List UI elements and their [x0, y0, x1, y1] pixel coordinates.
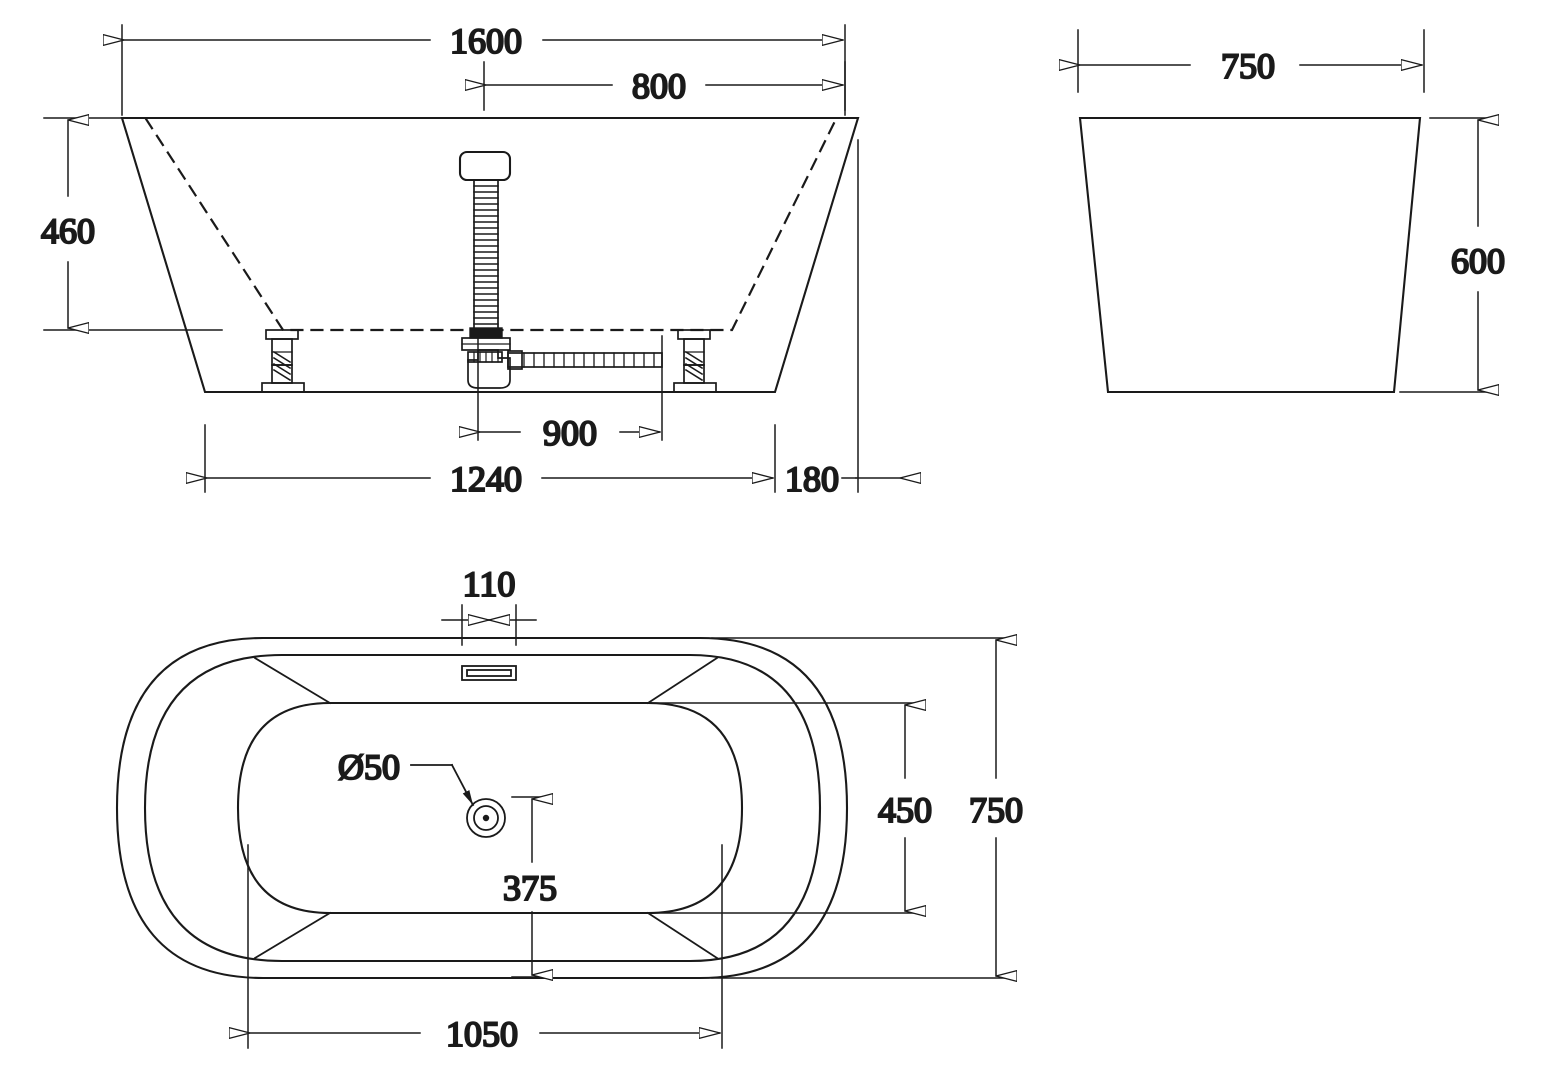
dimension-800: [484, 61, 846, 111]
dimension-750-plan-label: 750: [969, 790, 1023, 830]
dimension-600-label: 600: [1451, 241, 1505, 281]
dimension-1600-label: 1600: [450, 21, 522, 61]
dimension-450: [649, 703, 920, 913]
overflow-pipe: [458, 150, 512, 333]
dimension-450-label: 450: [878, 790, 932, 830]
dimension-180: [841, 139, 900, 493]
dimension-800-label: 800: [632, 66, 686, 106]
dimension-750-side: [1078, 29, 1425, 93]
overflow-slot: [461, 665, 517, 681]
front-elevation-inner-basin-hidden: [144, 117, 838, 332]
dimension-750-plan: [711, 638, 1010, 978]
adjustable-foot-right: [662, 329, 728, 394]
adjustable-foot-left: [250, 329, 316, 394]
drain-leader-line: [410, 763, 475, 807]
drain-outlet: [466, 798, 506, 838]
dimension-900-label: 900: [543, 413, 597, 453]
dimension-1050-label: 1050: [446, 1014, 518, 1054]
dimension-180-label: 180: [785, 459, 839, 499]
dimension-750-side-label: 750: [1221, 46, 1275, 86]
front-elevation-tub-outline: [120, 116, 860, 394]
plan-basin-opening: [236, 701, 744, 915]
diameter-50-label: Ø50: [338, 747, 400, 787]
waste-hose: [507, 350, 663, 370]
waste-trap: [467, 349, 511, 389]
dimension-375: [511, 797, 545, 977]
dimension-460: [43, 118, 223, 330]
dimension-110-label: 110: [463, 564, 516, 604]
dimension-1050: [248, 844, 723, 1049]
dimension-460-label: 460: [41, 211, 95, 251]
plan-corner-blend-lines: [253, 656, 719, 960]
overflow-pipe-collar: [461, 327, 511, 351]
plan-outer-rim: [115, 636, 849, 980]
plan-inner-rim: [143, 653, 822, 963]
side-elevation-tub-outline: [1078, 116, 1422, 394]
dimension-900: [478, 335, 663, 441]
dimension-375-label: 375: [503, 868, 557, 908]
overflow-pipe-corrugations: [473, 185, 499, 325]
dimension-600: [1399, 118, 1496, 392]
dimension-110: [441, 604, 537, 646]
waste-hose-corrugations: [523, 352, 655, 368]
dimension-1240: [205, 424, 776, 493]
dimension-1240-label: 1240: [450, 459, 522, 499]
